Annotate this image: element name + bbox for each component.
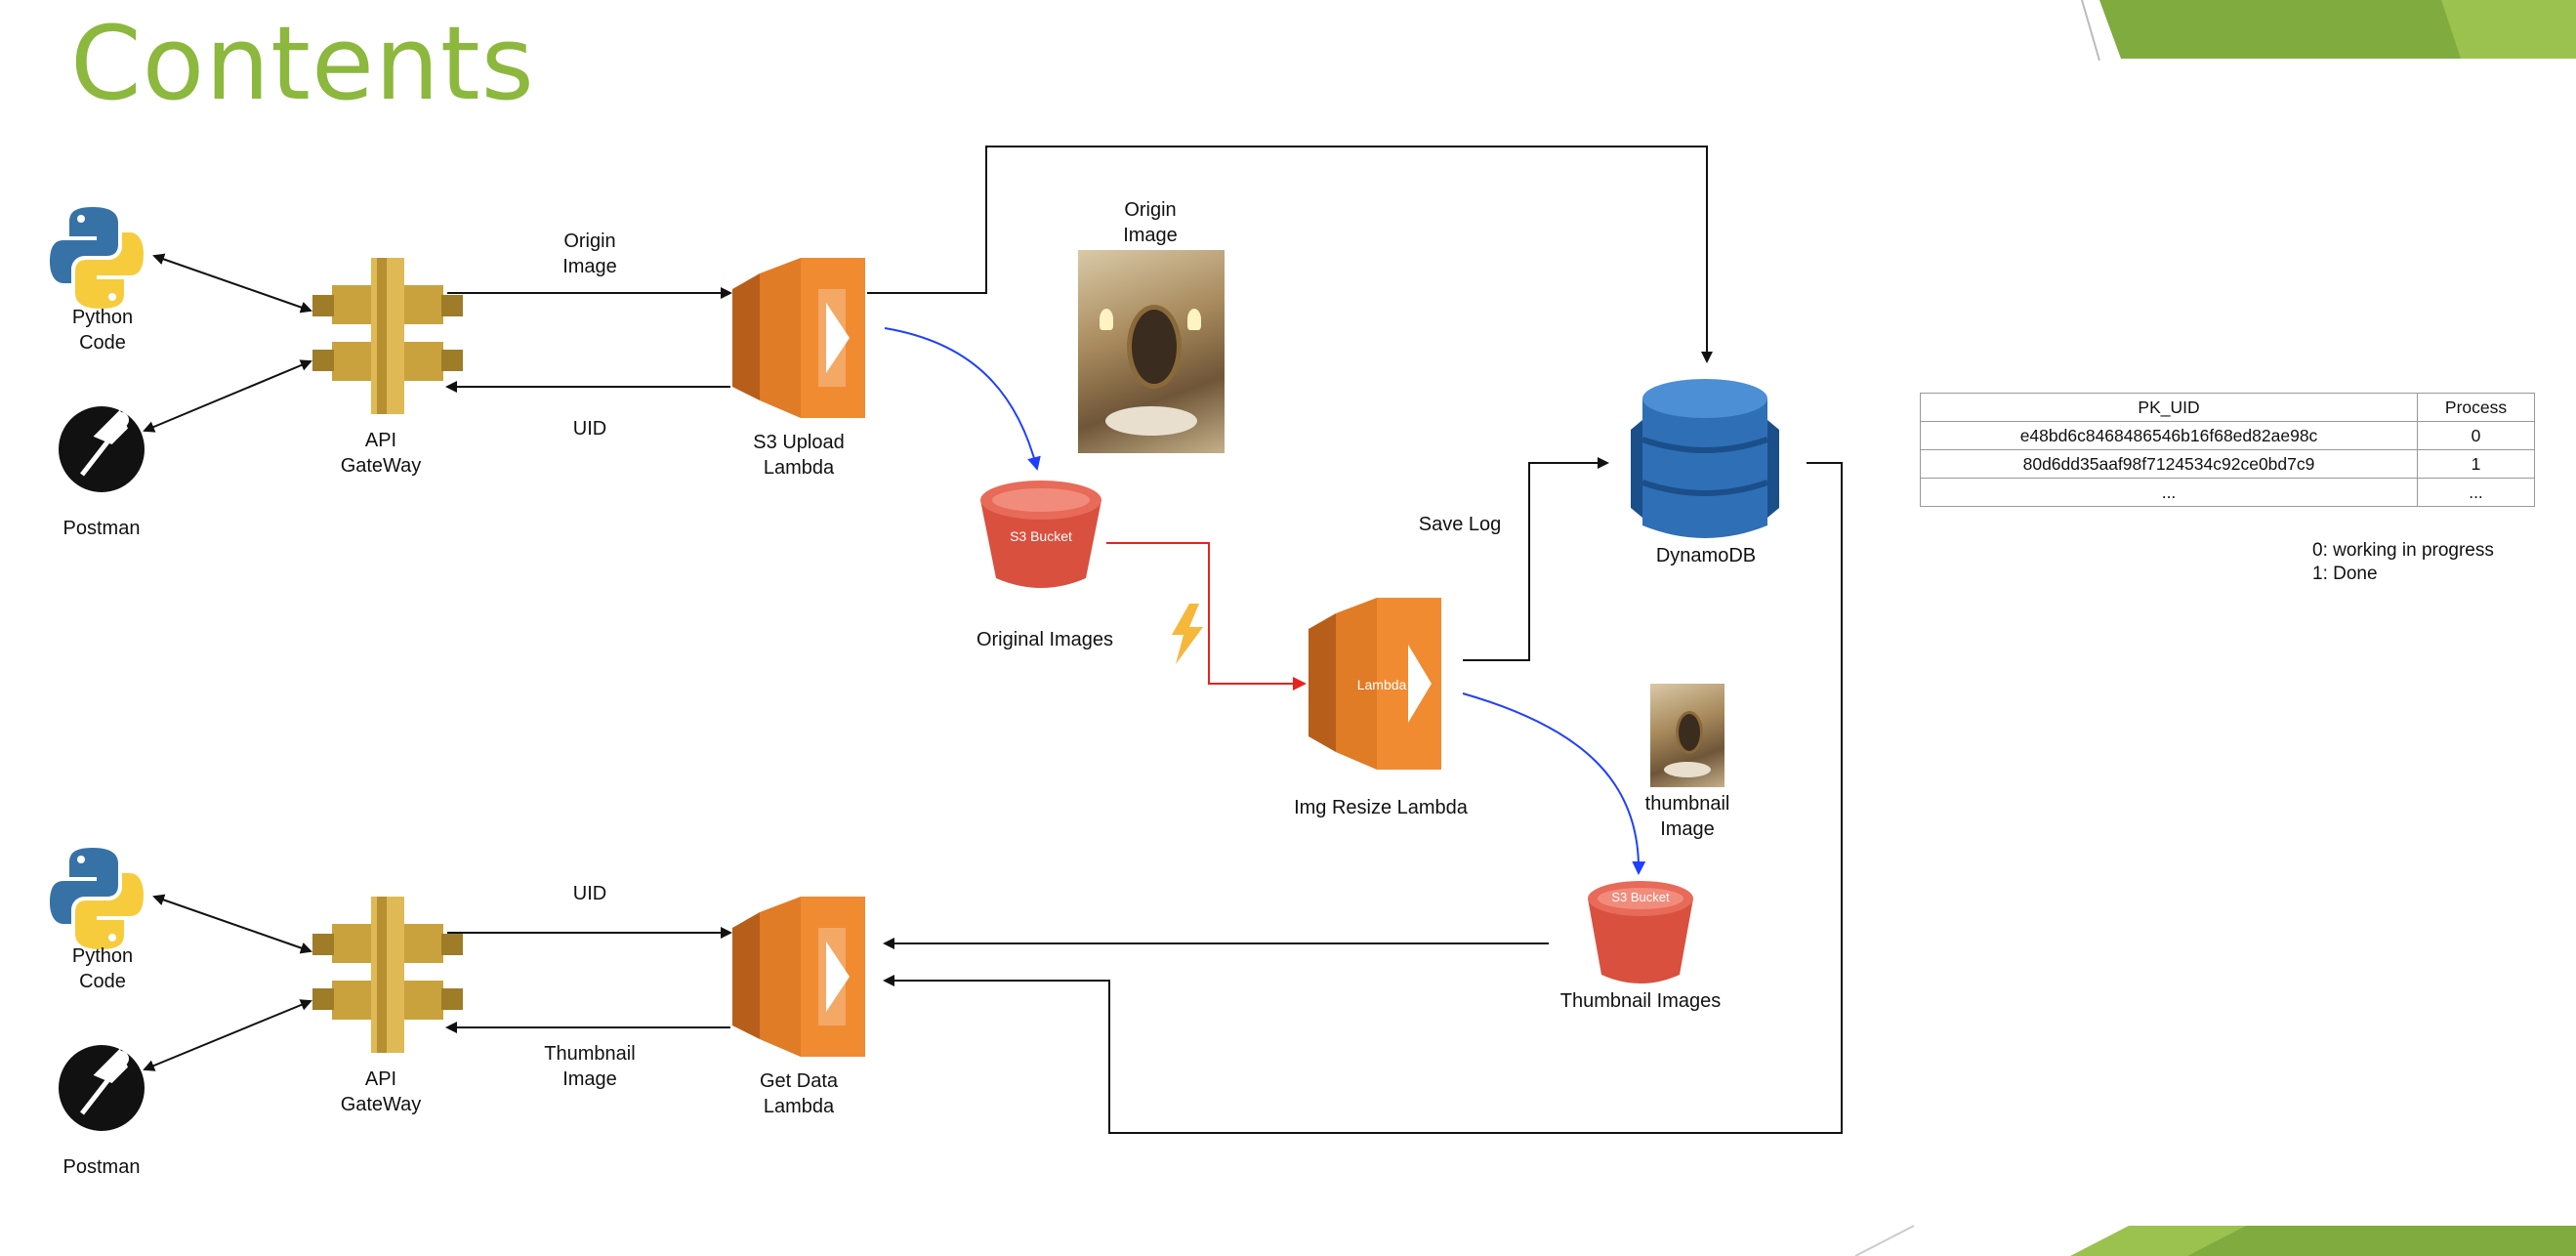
thumbnail-images-label: Thumbnail Images [1559, 990, 1722, 1012]
s3-bucket-icon [980, 481, 1101, 588]
edge-python-api-bottom [152, 894, 312, 954]
mirror-shape [1676, 711, 1703, 754]
table-cell: ... [1920, 478, 2418, 507]
table-cell: 1 [2417, 449, 2535, 479]
edge-label-uid-bottom: UID [572, 883, 607, 904]
postman-label-bottom: Postman [62, 1156, 141, 1178]
lambda-icon [732, 258, 865, 418]
table-cell: 80d6dd35aaf98f7124534c92ce0bd7c9 [1920, 449, 2418, 479]
edge-resize-to-thumb-bucket [1462, 692, 1646, 875]
api-gateway-icon [312, 897, 463, 1053]
api-gateway-icon [312, 258, 463, 414]
s3-bucket-icon [1588, 881, 1693, 984]
lamp-shape [1187, 309, 1201, 330]
lamp-shape [1100, 309, 1113, 330]
img-resize-lambda-label: Img Resize Lambda [1294, 797, 1468, 818]
sink-shape [1105, 406, 1197, 436]
corner-decoration-top [2081, 0, 2576, 62]
postman-logo-icon [59, 406, 145, 492]
python-logo-icon [50, 848, 144, 949]
s3-bucket-badge-thumbnail: S3 Bucket [1611, 890, 1670, 904]
lambda-icon [732, 897, 865, 1057]
thumbnail-photo-label: thumbnail Image [1644, 793, 1730, 840]
thumbnail-image-thumbnail [1650, 684, 1724, 787]
edge-python-api-top [152, 253, 312, 314]
edge-postman-api-bottom [143, 999, 312, 1071]
api-gateway-label-top: API GateWay [340, 430, 422, 477]
table-cell: ... [2417, 478, 2535, 507]
trigger-bolt-icon [1172, 604, 1203, 664]
python-code-label-top: Python Code [71, 307, 134, 354]
table-row: e48bd6c8468486546b16f68ed82ae98c 0 [1920, 421, 2535, 450]
edge-label-thumbnail-image: Thumbnail Image [544, 1043, 636, 1090]
python-logo-icon [50, 207, 144, 309]
origin-image-thumbnail [1078, 250, 1225, 453]
edge-resize-to-dynamodb [1463, 457, 1609, 661]
edge-label-origin-image: Origin Image [562, 230, 617, 277]
process-legend: 0: working in progress 1: Done [2312, 539, 2494, 586]
pk-uid-table: PK_UID Process e48bd6c8468486546b16f68ed… [1920, 393, 2535, 507]
s3-bucket-badge-original: S3 Bucket [1010, 528, 1072, 544]
table-cell: e48bd6c8468486546b16f68ed82ae98c [1920, 421, 2418, 450]
mirror-shape [1127, 305, 1182, 389]
edge-bucket-to-resize [1106, 542, 1307, 691]
get-data-lambda-label: Get Data Lambda [759, 1070, 839, 1117]
api-gateway-label-bottom: API GateWay [340, 1068, 422, 1115]
legend-item: 1: Done [2312, 564, 2378, 584]
edge-label-save-log: Save Log [1418, 514, 1502, 535]
table-cell: 0 [2417, 421, 2535, 450]
original-images-label: Original Images [976, 629, 1114, 650]
postman-label-top: Postman [62, 518, 141, 539]
column-header: Process [2417, 393, 2535, 422]
edge-dynamodb-to-get-data [883, 462, 1843, 1134]
edge-label-uid-top: UID [572, 418, 607, 440]
page-title: Contents [70, 4, 535, 123]
corner-decoration-bottom [1854, 1225, 2576, 1256]
origin-image-photo-label: Origin Image [1123, 199, 1178, 246]
column-header: PK_UID [1920, 393, 2418, 422]
table-row: ... ... [1920, 478, 2535, 507]
lambda-badge: Lambda [1356, 677, 1407, 692]
python-code-label-bottom: Python Code [71, 945, 134, 992]
lambda-icon [1309, 598, 1441, 770]
table-header-row: PK_UID Process [1920, 393, 2535, 422]
edge-postman-api-top [143, 359, 312, 433]
dynamodb-icon [1631, 379, 1779, 538]
table-row: 80d6dd35aaf98f7124534c92ce0bd7c9 1 [1920, 449, 2535, 479]
dynamodb-label: DynamoDB [1655, 545, 1757, 566]
edge-s3-upload-to-bucket [884, 327, 1041, 471]
sink-shape [1664, 762, 1711, 777]
edge-s3-upload-to-dynamodb [867, 146, 1713, 363]
s3-upload-lambda-label: S3 Upload Lambda [753, 432, 845, 479]
postman-logo-icon [59, 1045, 145, 1131]
legend-item: 0: working in progress [2312, 540, 2494, 561]
